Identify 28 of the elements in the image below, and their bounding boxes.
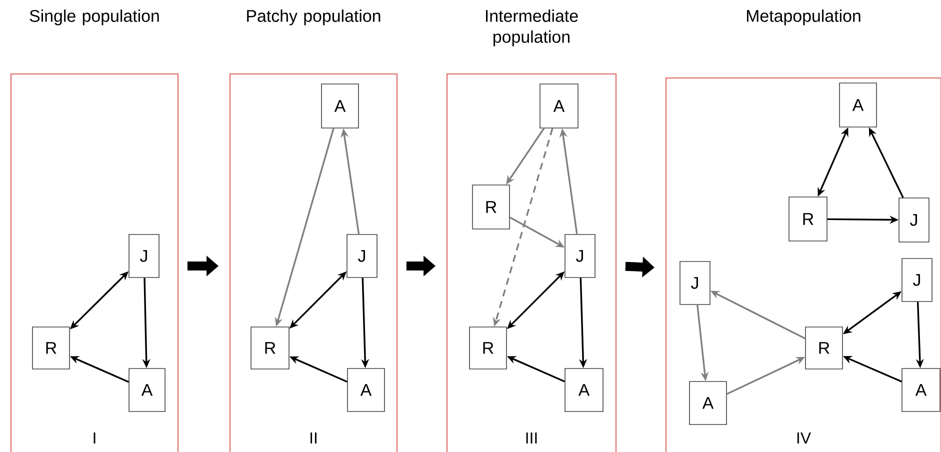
panel-numeral: III <box>526 432 537 444</box>
stage-box: J <box>346 234 378 278</box>
stage-box: J <box>128 234 160 278</box>
panel-numeral: IV <box>797 432 811 444</box>
stage-box: R <box>805 326 843 370</box>
panel-title: Intermediate population <box>486 10 578 46</box>
panel-numeral: I <box>94 432 96 444</box>
stage-box: A <box>347 368 385 412</box>
stage-box: A <box>839 82 877 128</box>
stage-box: A <box>689 381 727 425</box>
stage-box: J <box>898 198 930 242</box>
stage-box: J <box>564 234 596 278</box>
panel-numeral: II <box>310 432 316 444</box>
panel-title: Patchy population <box>247 10 380 26</box>
stage-box: A <box>128 368 166 412</box>
stage-box: R <box>788 196 828 242</box>
stage-box: R <box>32 326 70 370</box>
panel-title: Single population <box>30 10 159 26</box>
stage-box: A <box>564 368 604 412</box>
stage-box: J <box>902 258 932 302</box>
panel-title: Metapopulation <box>746 10 860 26</box>
stage-box: A <box>321 84 359 128</box>
stage-box: A <box>540 84 578 128</box>
stage-box: R <box>472 184 510 230</box>
stage-box: J <box>680 261 710 305</box>
stage-box: R <box>250 326 290 370</box>
stage-box: R <box>469 326 507 370</box>
stage-box: A <box>902 368 940 412</box>
